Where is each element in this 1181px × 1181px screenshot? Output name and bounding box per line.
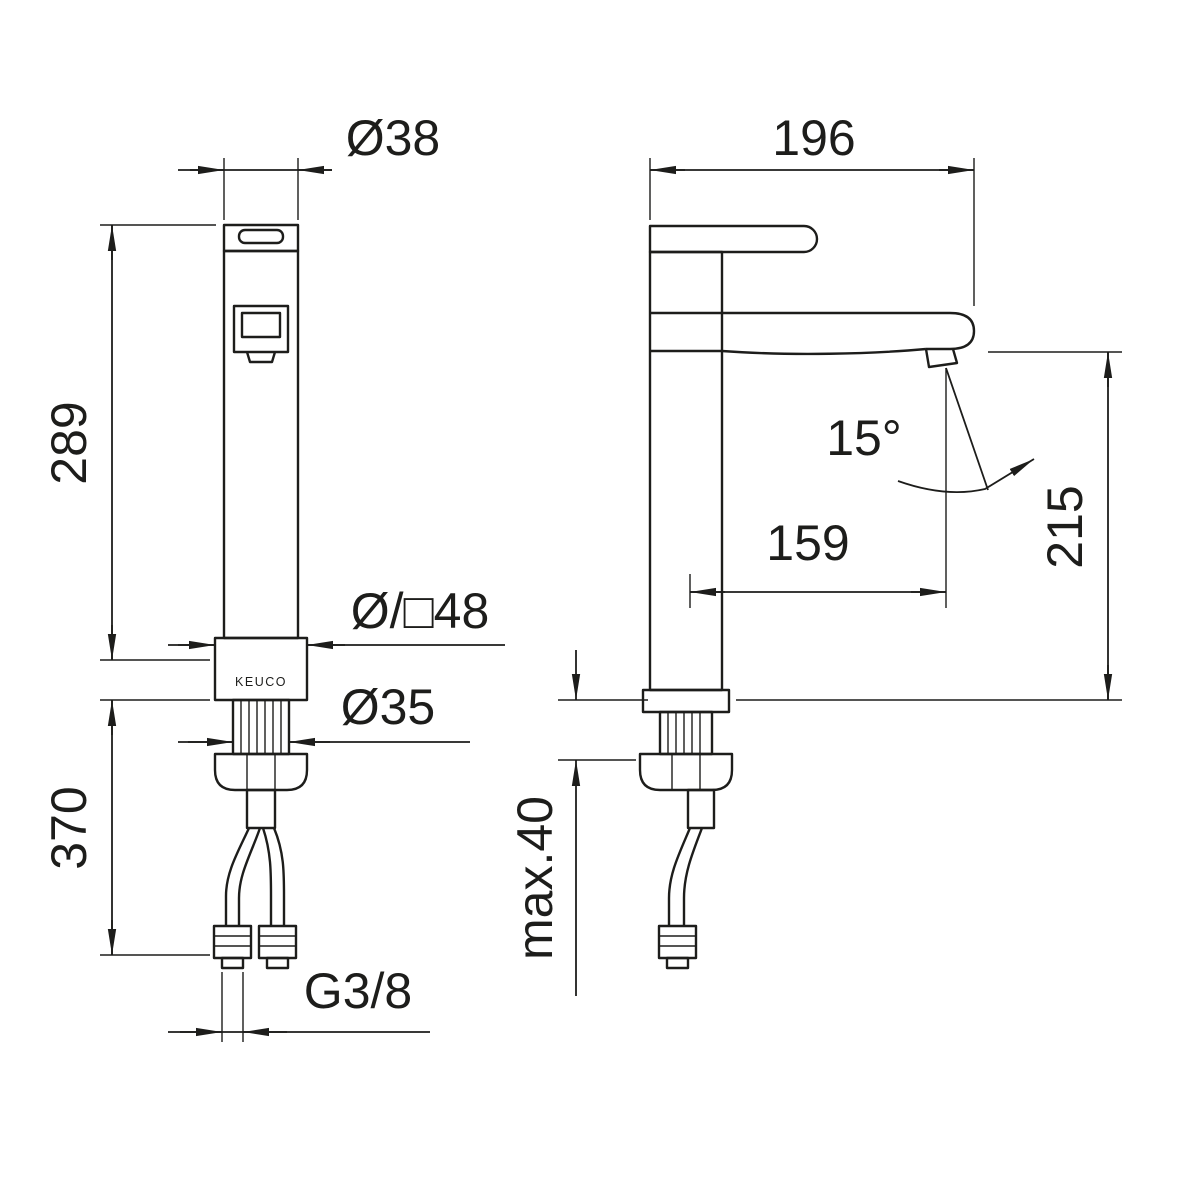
side-spout-top — [650, 311, 976, 351]
dimension-spout-reach: 159 — [689, 515, 946, 608]
front-connector-right — [257, 924, 298, 960]
side-handle-lever — [648, 224, 819, 254]
dimension-overall-depth: 196 — [649, 110, 975, 306]
front-nut-detail — [246, 754, 276, 790]
front-hose-right-outer — [272, 827, 286, 926]
side-shank-ribs — [667, 712, 701, 754]
front-connector-left-detail — [214, 935, 251, 947]
dimension-top-diameter: Ø38 — [178, 110, 440, 220]
brand-logo: KEUCO — [235, 675, 287, 689]
ext-lines — [100, 224, 216, 661]
front-base — [213, 636, 309, 702]
front-hose-right-inner — [261, 827, 273, 926]
side-coupling-block — [686, 788, 716, 830]
front-hose-left-inner — [237, 827, 262, 926]
water-stream-line — [945, 367, 989, 491]
front-shank-ribs — [240, 700, 282, 754]
side-hose-inner — [682, 827, 704, 926]
dim-label-thread-size: G3/8 — [304, 963, 412, 1019]
dimension-outlet-height: 215 — [736, 351, 1122, 701]
dimension-body-height: 289 — [41, 224, 216, 661]
dim-label-top-diameter: Ø38 — [346, 110, 441, 166]
side-nipple — [665, 956, 690, 970]
dim-label-base-size: Ø/□48 — [351, 583, 490, 639]
front-connector-left — [212, 924, 253, 960]
dim-label-outlet-height: 215 — [1037, 485, 1093, 568]
dim-label-overall-depth: 196 — [772, 110, 855, 166]
dim-label-shank-diameter: Ø35 — [341, 679, 436, 735]
front-spout-inner — [240, 311, 282, 339]
angle-arc-arrow — [897, 458, 1035, 493]
front-aerator — [245, 351, 277, 364]
side-nut-detail — [671, 754, 701, 790]
side-view: 196 15° 159 215 — [507, 110, 1122, 996]
front-hose-left-outer — [224, 827, 251, 926]
front-handle-pill — [237, 228, 285, 245]
side-hose-outer — [667, 827, 692, 926]
dim-label-body-height: 289 — [41, 401, 97, 484]
dim-label-spout-angle: 15° — [826, 410, 902, 466]
side-faucet-body — [638, 224, 976, 970]
side-connector-detail — [659, 935, 696, 947]
front-view: KEUCO Ø38 — [41, 110, 505, 1042]
front-nipple-right — [265, 956, 290, 970]
dimension-shank-diameter: Ø35 — [178, 679, 470, 747]
front-spout-block — [232, 304, 290, 354]
side-spout-bottom — [721, 347, 927, 356]
front-coupling-block — [245, 788, 277, 830]
dim-label-max-deck-thickness: max.40 — [507, 796, 563, 960]
front-faucet-body: KEUCO — [212, 223, 309, 970]
ext-lines — [558, 699, 648, 761]
side-mounting-nut — [638, 752, 734, 792]
side-aerator — [924, 348, 959, 369]
front-mounting-nut — [213, 752, 309, 792]
ext-lines — [223, 158, 299, 220]
dimension-base-size: Ø/□48 — [168, 583, 505, 650]
dim-label-hose-length: 370 — [41, 786, 97, 869]
side-base — [641, 688, 731, 714]
dim-label-spout-reach: 159 — [766, 515, 849, 571]
dimension-spout-angle: 15° — [826, 367, 1035, 608]
front-nipple-left — [220, 956, 245, 970]
dimension-max-deck-thickness: max.40 — [507, 650, 648, 996]
dimension-thread-size: G3/8 — [168, 963, 430, 1042]
ext-lines — [100, 699, 210, 956]
dimension-hose-length: 370 — [41, 699, 210, 956]
side-connector — [657, 924, 698, 960]
side-column — [648, 250, 724, 692]
ext-lines — [736, 351, 1122, 701]
front-connector-right-detail — [259, 935, 296, 947]
ext-lines — [649, 158, 975, 306]
